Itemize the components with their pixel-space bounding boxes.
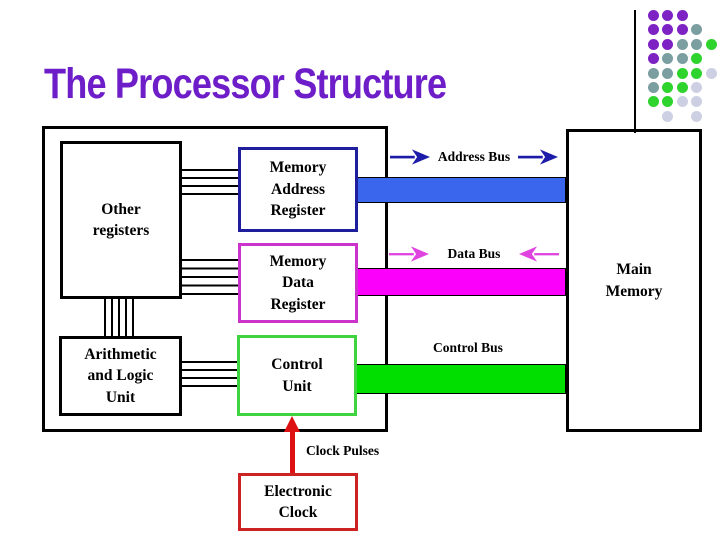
decorative-dot xyxy=(648,38,659,50)
data-bus-arrow-right-icon xyxy=(389,246,429,262)
control-bus-label: Control Bus xyxy=(433,340,503,355)
data-bus-label-row: Data Bus xyxy=(389,246,559,262)
decorative-dot xyxy=(648,24,659,36)
data-bus-arrow-left-icon xyxy=(518,246,559,262)
other-registers-label: Other registers xyxy=(92,200,150,240)
decorative-dot xyxy=(691,96,703,108)
address-bus-label-row: Address Bus xyxy=(390,149,558,165)
registers-to-mdr-lines xyxy=(182,259,238,295)
decorative-dot xyxy=(676,96,688,108)
address-bus-bar xyxy=(356,177,566,203)
decorative-dot xyxy=(676,81,688,93)
alu-box: Arithmetic and Logic Unit xyxy=(59,336,182,416)
clock-arrow-up-icon xyxy=(284,416,300,432)
decorative-dot xyxy=(648,96,659,108)
decorative-dot xyxy=(691,67,703,79)
main-memory-label: Main Memory xyxy=(605,261,663,300)
clock-pulses-label: Clock Pulses xyxy=(306,443,380,458)
decorative-dot xyxy=(662,53,674,65)
decorative-dot xyxy=(648,81,659,93)
decorative-dot xyxy=(662,24,674,36)
memory-address-register-box: Memory Address Register xyxy=(238,147,358,232)
decorative-dot xyxy=(662,10,674,21)
decorative-dot xyxy=(648,67,659,79)
decorative-dot xyxy=(705,67,717,79)
page-title: The Processor Structure xyxy=(44,60,447,108)
alu-to-control-unit-lines xyxy=(182,361,237,387)
address-bus-label: Address Bus xyxy=(437,149,511,164)
decorative-dot xyxy=(676,38,688,50)
control-unit-box: Control Unit xyxy=(237,335,357,416)
control-unit-label: Control Unit xyxy=(271,356,323,395)
address-bus-arrow-right-icon xyxy=(518,149,558,165)
memory-data-register-box: Memory Data Register xyxy=(238,243,358,323)
decorative-dot xyxy=(676,10,688,21)
alu-label: Arithmetic and Logic Unit xyxy=(84,345,157,406)
other-registers-box: Other registers xyxy=(60,141,182,299)
memory-data-register-label: Memory Data Register xyxy=(269,252,327,313)
data-bus-label: Data Bus xyxy=(447,246,501,261)
decorative-dot xyxy=(691,81,703,93)
address-bus-arrow-right-icon xyxy=(390,149,430,165)
decorative-dot xyxy=(662,38,674,50)
decorative-dot xyxy=(691,38,703,50)
control-bus-bar xyxy=(355,364,566,394)
registers-to-alu-lines xyxy=(104,299,134,336)
electronic-clock-box: Electronic Clock xyxy=(238,473,358,531)
decorative-dot-grid xyxy=(648,10,720,125)
data-bus-bar xyxy=(356,268,566,296)
electronic-clock-label: Electronic Clock xyxy=(264,482,332,522)
clock-arrow-stem xyxy=(290,430,295,473)
decorative-dot xyxy=(662,67,674,79)
decorative-dot xyxy=(676,53,688,65)
decorative-dot xyxy=(676,24,688,36)
decorative-dot xyxy=(676,67,688,79)
decorative-dot xyxy=(648,10,659,21)
decorative-dot xyxy=(691,53,703,65)
decorative-vertical-line xyxy=(634,10,636,133)
decorative-dot xyxy=(662,96,674,108)
memory-address-register-label: Memory Address Register xyxy=(269,159,327,220)
decorative-dot xyxy=(691,110,703,122)
decorative-dot xyxy=(691,24,703,36)
decorative-dot xyxy=(662,110,674,122)
decorative-dot xyxy=(662,81,674,93)
decorative-dot xyxy=(648,53,659,65)
decorative-dot xyxy=(705,38,717,50)
registers-to-mar-lines xyxy=(182,169,238,195)
main-memory-box: Main Memory xyxy=(566,129,702,432)
